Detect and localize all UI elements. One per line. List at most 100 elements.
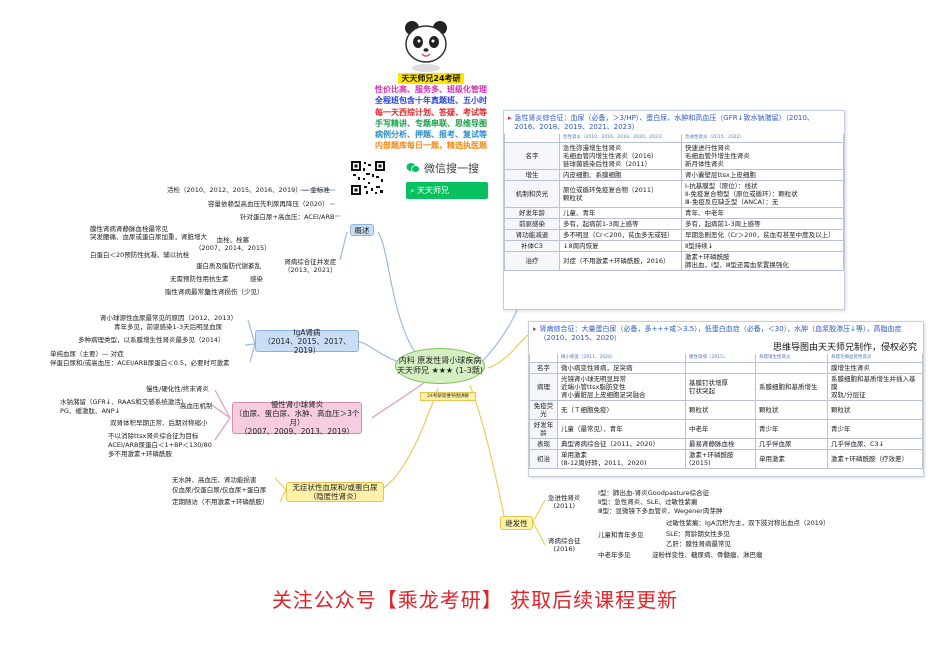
table1-col-header: 急性肾炎（2010、2016、2018、2020、2023）	[559, 134, 682, 143]
thrombo-details: 膜性肾病肾静脉血栓最常见 突发腰痛、血尿或蛋白尿加重，肾脏增大 白蛋白＜20预防…	[90, 225, 207, 259]
chronic-criteria: （血尿、蛋白尿、水肿、高血压＞3个月）	[234, 409, 360, 427]
table-cell: 中老年	[685, 419, 756, 439]
wechat-account-button[interactable]: ⌕ 天天师兄	[406, 182, 488, 199]
overview-item: 针对蛋白尿+高血压：ACEI/ARB	[240, 213, 335, 221]
table-cell: 典型肾病综合征（2011、2020）	[557, 438, 686, 450]
table-row: 名字急性弥漫增生性肾炎毛细血管内增生性肾炎（2016）链球菌感染后性肾炎（201…	[504, 142, 844, 170]
iga-node[interactable]: IgA肾病 （2014、2015、2017、2019）	[255, 327, 359, 355]
table-row: 初治单用激素(8-12周好转，2011、2020)激素+环磷酰胺(2015)单用…	[529, 449, 923, 469]
asymptomatic-item: 定期随访（不用激素+环磷酰胺）	[172, 498, 269, 506]
table-row: 增生内皮细胞、系膜细胞肾小囊壁层ttsx上皮细胞	[504, 169, 844, 181]
footer-banner: 关注公众号【乘龙考研】 获取后续课程更新	[271, 588, 679, 612]
iga-years: （2014、2015、2017、2019）	[263, 336, 351, 355]
chronic-item: PG、缓激肽、ANP↓	[60, 407, 121, 415]
rpgn-type: Ⅱ型：急性肾炎、SLE、过敏性紫癜	[598, 498, 698, 506]
table1-col-header	[504, 134, 560, 143]
central-topic[interactable]: 内科 原发性肾小球疾病 天天师兄 ★★★ (1-3题)	[395, 348, 485, 384]
table-cell: 对症（不用激素+环磷酰胺，2016）	[559, 251, 682, 271]
table-cell: 原位或循环免疫复合物（2011）颗粒状	[559, 180, 682, 208]
table-cell: 颗粒状	[827, 400, 923, 420]
thrombo-head-years: （2007、2014、2015）	[195, 244, 271, 252]
wechat-search-icon	[406, 163, 420, 173]
rpgn-type: Ⅰ型：肺出血-肾炎Goodpasture综合征	[598, 489, 710, 497]
chronic-item: 水钠潴留（GFR↓、RAAS和交感系统激活）	[60, 398, 188, 406]
row-header-cell: 好发年龄	[504, 207, 560, 219]
table-cell: 快速进行性肾炎毛细血管外增生性肾炎新月体性肾炎	[681, 142, 844, 170]
asymptomatic-alias: （隐匿性肾炎）	[308, 492, 362, 501]
chronic-years: （2007、2009、2013、2019）	[240, 427, 354, 436]
complication-years: （2013、2021）	[284, 266, 337, 274]
row-header-cell: 前驱感染	[504, 218, 560, 230]
thrombo-head: 血栓、栓塞 （2007、2014、2015）	[195, 236, 271, 252]
promo-line: 手写精讲、专题串联、思维导图	[375, 118, 487, 128]
row-header-cell: 增生	[504, 169, 560, 181]
table-cell: 光镜肾小球无明显异常近端小管ttsx脂肪变性肾小囊脏层上皮细胞足突融合	[557, 373, 686, 401]
chronic-item: 双肾体积早期正常、后期对称缩小	[110, 419, 208, 427]
thrombo-line: 白蛋白＜20预防性抗凝、辅以抗栓	[90, 251, 190, 259]
table-cell: 多有，起病前1-3周上感等	[681, 218, 844, 230]
chronic-node[interactable]: 慢性肾小球肾炎 （血尿、蛋白尿、水肿、高血压＞3个月） （2007、2009、2…	[232, 400, 362, 436]
chronic-item: ACEI/ARB尿蛋白＜1+BP＜130/80	[108, 441, 212, 449]
chronic-item: 不以消除ttsx肾炎综合征为目标	[108, 432, 199, 440]
table-row: 治疗对症（不用激素+环磷酰胺，2016）激素+环磷酰胺肺出血，Ⅰ型、Ⅲ型还需血浆…	[504, 251, 844, 271]
table-cell: 青年、中老年	[681, 207, 844, 219]
wechat-search[interactable]: 微信搜一搜 ⌕ 天天师兄	[406, 160, 496, 199]
overview-item: 容量依赖型高血压先利尿再降压（2020）	[208, 200, 329, 208]
table-cell: 青少年	[827, 419, 923, 439]
row-header-cell: 初治	[529, 449, 558, 469]
table-cell: 早期急剧恶化（Cr＞200，贫血有甚至中度及以上）	[681, 229, 844, 241]
iga-item: 单纯血尿（主要）— 对症	[50, 350, 124, 358]
wechat-search-label: 微信搜一搜	[424, 162, 479, 175]
kids-item: SLE：育龄期女性多见	[666, 530, 730, 538]
old-items: 淀粉样变性、糖尿病、骨髓瘤、淋巴瘤	[652, 551, 763, 559]
qr-code[interactable]	[350, 160, 386, 196]
table-row: 表现典型肾病综合征（2011、2020）最易肾静脉血栓几乎伴血尿几乎伴血尿、C3…	[529, 438, 923, 450]
nephrotic-syndrome-panel: ▸ 肾病综合征：大量蛋白尿（必备，多+++或＞3.5），低蛋白血症（必备，＜30…	[528, 321, 924, 477]
iga-label: IgA肾病	[293, 327, 321, 337]
table-cell: 无（Ｔ细胞免疫）	[557, 400, 686, 420]
row-header-cell: 名字	[529, 362, 558, 374]
central-note: 24考研思维导图讲解	[420, 392, 476, 401]
thrombo-line: 突发腰痛、血尿或蛋白尿加重，肾脏增大	[90, 233, 207, 241]
promo-line: 内部题库每日一题，精选执医题	[375, 141, 487, 151]
secondary-node[interactable]: 继发性	[500, 516, 533, 530]
central-title: 内科 原发性肾小球疾病	[398, 356, 482, 365]
rpgn-label: 急进性肾炎	[548, 494, 581, 502]
row-header-cell: 病理	[529, 373, 558, 401]
acute-nephritis-table: 急性肾炎（2010、2016、2018、2020、2023） 急进性肾炎（201…	[504, 134, 844, 271]
table-row: 好发年龄儿童（最常见）、青年中老年青少年青少年	[529, 419, 923, 439]
table-cell: 单用激素	[755, 449, 828, 469]
table2-col-header: 膜性肾病（2015）	[685, 354, 756, 363]
flag-icon: ▸	[533, 325, 537, 333]
table-cell: 系膜细胞和基质增生	[755, 373, 828, 401]
table2-col-header: 系膜毛细血管性肾炎	[827, 354, 923, 363]
search-icon: ⌕	[410, 186, 418, 195]
rpgn-node: 急进性肾炎 (2011)	[548, 494, 581, 510]
table-cell: 肾小囊壁层ttsx上皮细胞	[681, 169, 844, 181]
central-subtitle: 天天师兄 ★★★ (1-3题)	[397, 366, 483, 375]
table2-body: 名字微小病变性肾病，足突病 膜增生性肾炎病理光镜肾小球无明显异常近端小管ttsx…	[529, 362, 923, 469]
overview-label: 概述	[354, 225, 370, 235]
iga-item: 青年多见，前驱感染1-3天后明显血尿	[114, 323, 223, 331]
row-header-cell: 治疗	[504, 251, 560, 271]
row-header-cell: 名字	[504, 142, 560, 170]
old-label: 中老年多见	[598, 551, 631, 559]
iga-item: 肾小球源性血尿最常见的原因（2012、2013）	[100, 314, 238, 322]
table2-col-header: 微小病变（2011、2020）	[557, 354, 686, 363]
table-row: 前驱感染多有，起病前1-3周上感等多有，起病前1-3周上感等	[504, 218, 844, 230]
wechat-account-name: 天天师兄	[417, 186, 450, 195]
infection-note: 无需预防性用抗生素	[170, 275, 229, 283]
table-cell: 急性弥漫增生性肾炎毛细血管内增生性肾炎（2016）链球菌感染后性肾炎（2011）	[559, 142, 682, 170]
table-row: 病理光镜肾小球无明显异常近端小管ttsx脂肪变性肾小囊脏层上皮细胞足突融合基膜钉…	[529, 373, 923, 401]
table-cell: 激素+环磷酰胺（疗效差）	[827, 449, 923, 469]
table-cell: 膜增生性肾炎	[827, 362, 923, 374]
asymptomatic-node[interactable]: 无症状性血尿和/或蛋白尿 （隐匿性肾炎）	[286, 482, 384, 502]
table-cell: 多有，起病前1-3周上感等	[559, 218, 682, 230]
promo-line: 性价比高、服务多、班级化管理	[375, 85, 487, 95]
flag-icon: ▸	[508, 114, 512, 122]
promo-line: 病例分析、押题、报考、复试等	[375, 130, 487, 140]
table-cell: 微小病变性肾病，足突病	[557, 362, 686, 374]
ns-node: 肾病综合征 (2016)	[548, 537, 581, 553]
thrombo-line: 膜性肾病肾静脉血栓最常见	[90, 225, 168, 233]
overview-node[interactable]: 概述	[350, 224, 374, 236]
